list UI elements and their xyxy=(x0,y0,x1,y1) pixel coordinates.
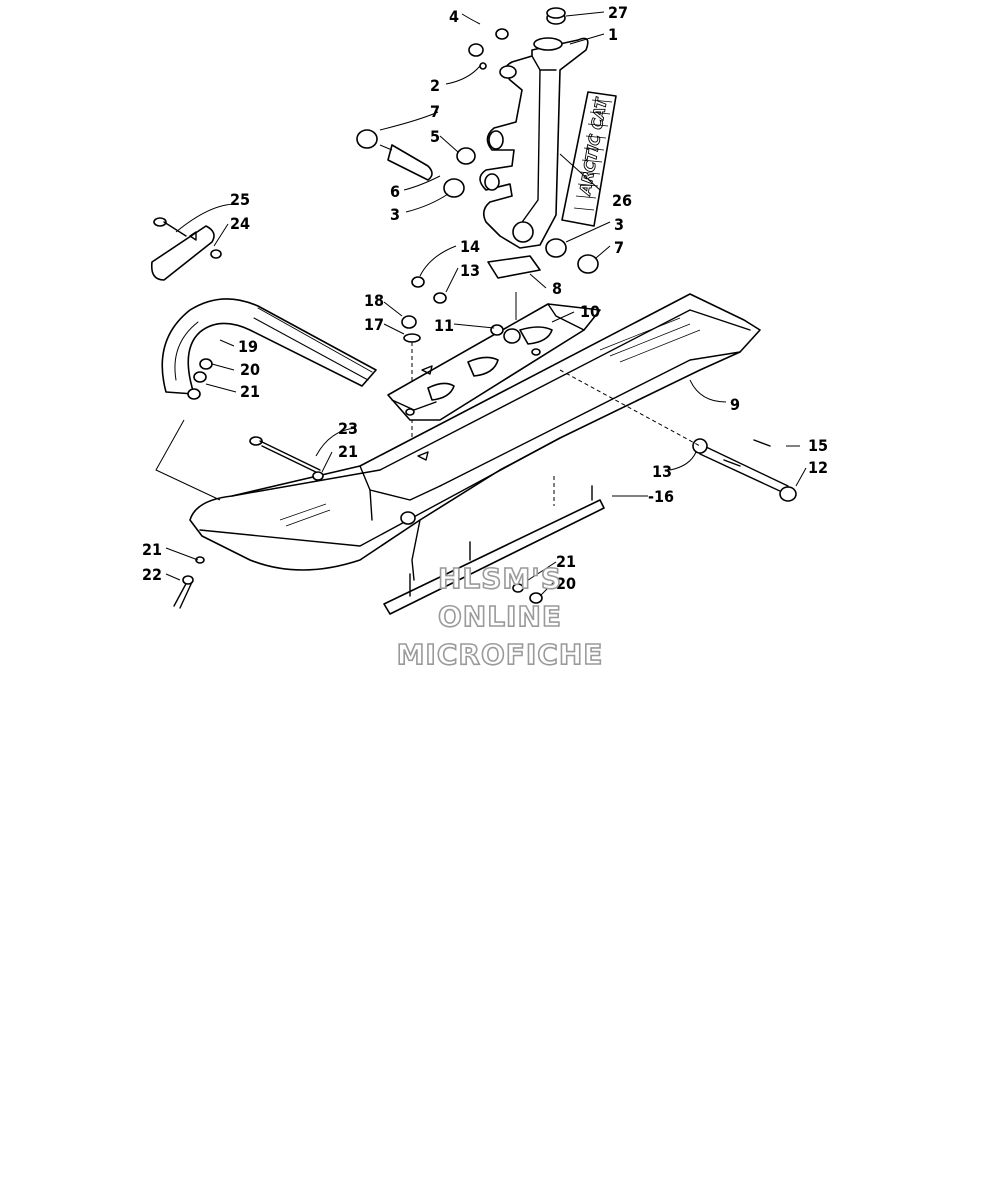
callout-10: 10 xyxy=(580,302,600,321)
wear-bar xyxy=(383,476,605,615)
callout-22: 22 xyxy=(142,565,162,584)
callout-13: 13 xyxy=(460,261,480,280)
callout-12: 12 xyxy=(808,458,828,477)
ski-spindle xyxy=(479,37,589,249)
callout-3-right: 3 xyxy=(614,215,624,234)
callout-3: 3 xyxy=(390,205,400,224)
watermark-line-2: ONLINE xyxy=(438,600,562,633)
washers-upper xyxy=(411,276,447,304)
watermark-line-1: HLSM'S xyxy=(438,562,562,595)
callout-9: 9 xyxy=(730,395,740,414)
callout-21: 21 xyxy=(240,382,260,401)
callout-21-mid: 21 xyxy=(338,442,358,461)
callout-14: 14 xyxy=(460,237,480,256)
callout-27: 27 xyxy=(608,3,628,22)
callout-8: 8 xyxy=(552,279,562,298)
callout-7-right: 7 xyxy=(614,238,624,257)
ski xyxy=(189,293,761,581)
callout-1: 1 xyxy=(608,25,618,44)
leader-lines xyxy=(155,11,807,597)
callout-26: 26 xyxy=(612,191,632,210)
ski-saddle xyxy=(387,303,601,421)
callout-23: 23 xyxy=(338,419,358,438)
left-bushings xyxy=(356,129,476,198)
spindle-decal: ARCTIC CAT xyxy=(561,91,617,227)
callout-6: 6 xyxy=(390,182,400,201)
callout-25: 25 xyxy=(230,190,250,209)
callout-2: 2 xyxy=(430,76,440,95)
callout-18: 18 xyxy=(364,291,384,310)
callout-21-lower: 21 xyxy=(556,552,576,571)
callout-15: 15 xyxy=(808,436,828,455)
watermark: HLSM'S ONLINE MICROFICHE xyxy=(396,561,604,672)
callout-21-left: 21 xyxy=(142,540,162,559)
spindle-block xyxy=(487,255,541,279)
callout-16: -16 xyxy=(648,487,674,506)
callout-24: 24 xyxy=(230,214,250,233)
right-bushings xyxy=(545,238,599,274)
callout-20-lower: 20 xyxy=(556,574,576,593)
callout-labels: 27 1 4 2 7 5 6 3 26 3 7 25 24 14 13 8 18… xyxy=(142,3,828,593)
watermark-line-3: MICROFICHE xyxy=(397,638,604,671)
callout-13-right: 13 xyxy=(652,462,672,481)
callout-11: 11 xyxy=(434,316,454,335)
ski-loop-handle-part xyxy=(150,217,222,281)
spindle-bolt-12 xyxy=(559,369,797,502)
bolt-22 xyxy=(173,556,205,609)
callout-5: 5 xyxy=(430,127,440,146)
nut-21-20-lower xyxy=(512,583,543,604)
callout-7: 7 xyxy=(430,102,440,121)
callout-17: 17 xyxy=(364,315,384,334)
upper-bushings xyxy=(468,28,509,70)
bolt-23 xyxy=(249,436,324,481)
callout-20: 20 xyxy=(240,360,260,379)
spindle-nut xyxy=(546,7,566,25)
ski-loop xyxy=(161,298,377,400)
callout-4: 4 xyxy=(449,7,459,26)
callout-19: 19 xyxy=(238,337,258,356)
